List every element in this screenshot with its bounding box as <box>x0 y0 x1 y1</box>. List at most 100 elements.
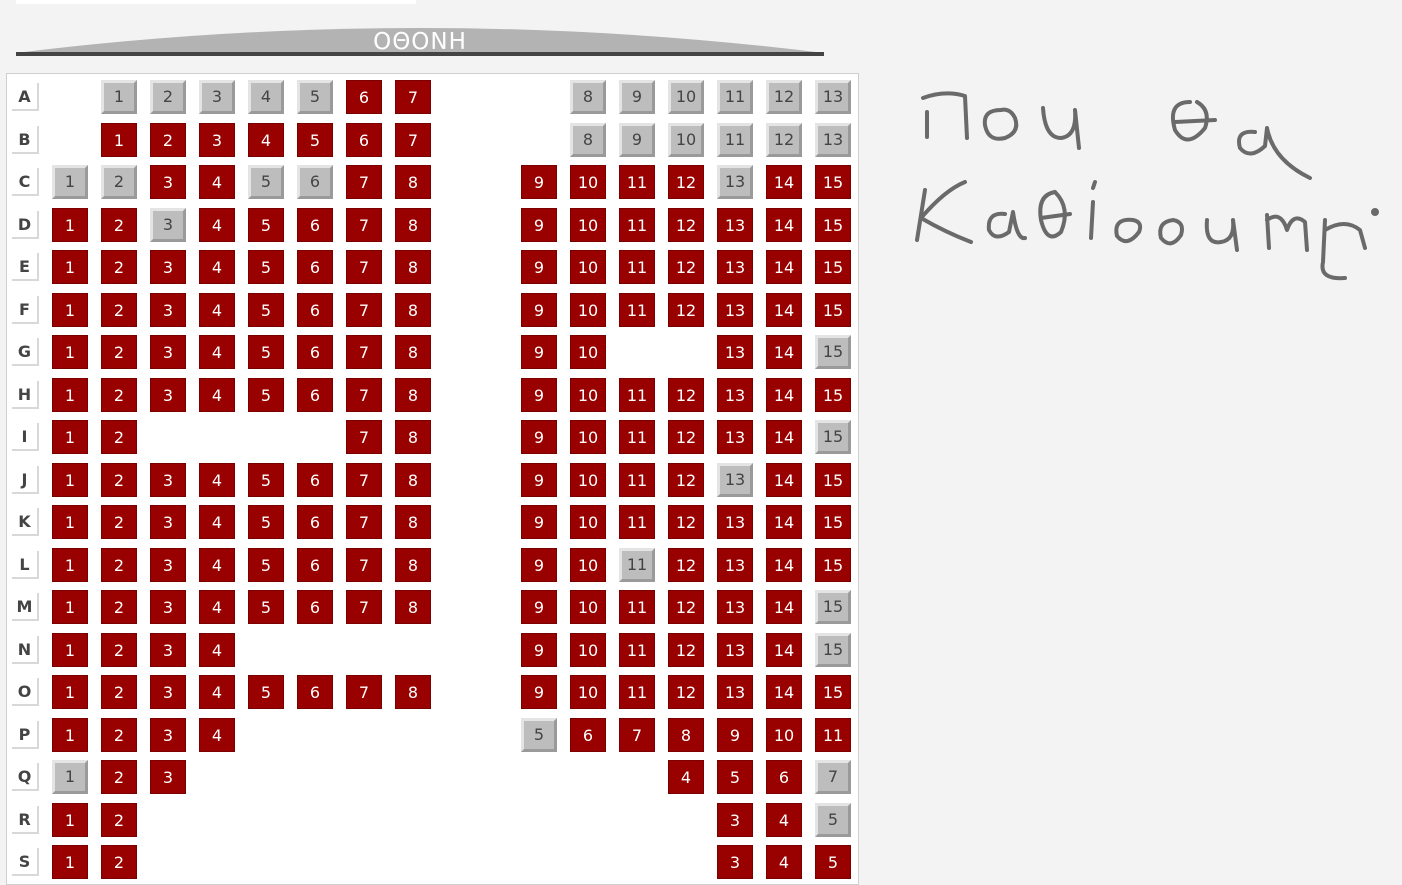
seat-s1[interactable]: 1 <box>52 845 88 879</box>
seat-j6[interactable]: 6 <box>297 462 333 497</box>
seat-o15[interactable]: 15 <box>815 675 851 709</box>
seat-j7[interactable]: 7 <box>346 462 382 497</box>
seat-h7[interactable]: 7 <box>346 377 382 412</box>
seat-a10[interactable]: 10 <box>668 80 704 114</box>
seat-o2[interactable]: 2 <box>101 675 137 709</box>
seat-e2[interactable]: 2 <box>101 250 137 284</box>
seat-e11[interactable]: 11 <box>619 250 655 284</box>
seat-a5[interactable]: 5 <box>297 80 333 114</box>
seat-s5[interactable]: 5 <box>815 845 851 879</box>
seat-q4[interactable]: 4 <box>668 760 704 794</box>
seat-m10[interactable]: 10 <box>570 590 606 624</box>
seat-o6[interactable]: 6 <box>297 675 333 709</box>
seat-d15[interactable]: 15 <box>815 207 851 242</box>
seat-p4[interactable]: 4 <box>199 717 235 752</box>
seat-i15[interactable]: 15 <box>815 420 851 454</box>
seat-i8[interactable]: 8 <box>395 420 431 454</box>
seat-d7[interactable]: 7 <box>346 207 382 242</box>
seat-n3[interactable]: 3 <box>150 632 186 667</box>
seat-a2[interactable]: 2 <box>150 80 186 114</box>
seat-h14[interactable]: 14 <box>766 377 802 412</box>
seat-l10[interactable]: 10 <box>570 547 606 582</box>
seat-n4[interactable]: 4 <box>199 632 235 667</box>
seat-a11[interactable]: 11 <box>717 80 753 114</box>
seat-a7[interactable]: 7 <box>395 80 431 114</box>
seat-s4[interactable]: 4 <box>766 845 802 879</box>
seat-h12[interactable]: 12 <box>668 377 704 412</box>
seat-g3[interactable]: 3 <box>150 335 186 369</box>
seat-h2[interactable]: 2 <box>101 377 137 412</box>
seat-b10[interactable]: 10 <box>668 122 704 157</box>
seat-d4[interactable]: 4 <box>199 207 235 242</box>
seat-p8[interactable]: 8 <box>668 717 704 752</box>
seat-f11[interactable]: 11 <box>619 292 655 327</box>
seat-f4[interactable]: 4 <box>199 292 235 327</box>
seat-b2[interactable]: 2 <box>150 122 186 157</box>
seat-h4[interactable]: 4 <box>199 377 235 412</box>
seat-e15[interactable]: 15 <box>815 250 851 284</box>
seat-d2[interactable]: 2 <box>101 207 137 242</box>
seat-f5[interactable]: 5 <box>248 292 284 327</box>
seat-r5[interactable]: 5 <box>815 802 851 837</box>
seat-c10[interactable]: 10 <box>570 165 606 199</box>
seat-c3[interactable]: 3 <box>150 165 186 199</box>
seat-b3[interactable]: 3 <box>199 122 235 157</box>
seat-a4[interactable]: 4 <box>248 80 284 114</box>
seat-m2[interactable]: 2 <box>101 590 137 624</box>
seat-h15[interactable]: 15 <box>815 377 851 412</box>
seat-g15[interactable]: 15 <box>815 335 851 369</box>
seat-m8[interactable]: 8 <box>395 590 431 624</box>
seat-i14[interactable]: 14 <box>766 420 802 454</box>
seat-d11[interactable]: 11 <box>619 207 655 242</box>
seat-c15[interactable]: 15 <box>815 165 851 199</box>
seat-p1[interactable]: 1 <box>52 717 88 752</box>
seat-j14[interactable]: 14 <box>766 462 802 497</box>
seat-h8[interactable]: 8 <box>395 377 431 412</box>
seat-k5[interactable]: 5 <box>248 505 284 539</box>
seat-j2[interactable]: 2 <box>101 462 137 497</box>
seat-l3[interactable]: 3 <box>150 547 186 582</box>
seat-f8[interactable]: 8 <box>395 292 431 327</box>
seat-h5[interactable]: 5 <box>248 377 284 412</box>
seat-p5[interactable]: 5 <box>521 717 557 752</box>
seat-p3[interactable]: 3 <box>150 717 186 752</box>
seat-o11[interactable]: 11 <box>619 675 655 709</box>
seat-n9[interactable]: 9 <box>521 632 557 667</box>
seat-o3[interactable]: 3 <box>150 675 186 709</box>
seat-f14[interactable]: 14 <box>766 292 802 327</box>
seat-k7[interactable]: 7 <box>346 505 382 539</box>
seat-e4[interactable]: 4 <box>199 250 235 284</box>
seat-i13[interactable]: 13 <box>717 420 753 454</box>
seat-c9[interactable]: 9 <box>521 165 557 199</box>
seat-l1[interactable]: 1 <box>52 547 88 582</box>
seat-k10[interactable]: 10 <box>570 505 606 539</box>
seat-f2[interactable]: 2 <box>101 292 137 327</box>
seat-l2[interactable]: 2 <box>101 547 137 582</box>
seat-b12[interactable]: 12 <box>766 122 802 157</box>
seat-p2[interactable]: 2 <box>101 717 137 752</box>
seat-r1[interactable]: 1 <box>52 802 88 837</box>
seat-n15[interactable]: 15 <box>815 632 851 667</box>
seat-o7[interactable]: 7 <box>346 675 382 709</box>
seat-d10[interactable]: 10 <box>570 207 606 242</box>
seat-l12[interactable]: 12 <box>668 547 704 582</box>
seat-o8[interactable]: 8 <box>395 675 431 709</box>
seat-m14[interactable]: 14 <box>766 590 802 624</box>
seat-o1[interactable]: 1 <box>52 675 88 709</box>
seat-r4[interactable]: 4 <box>766 802 802 837</box>
seat-m5[interactable]: 5 <box>248 590 284 624</box>
seat-k12[interactable]: 12 <box>668 505 704 539</box>
seat-e14[interactable]: 14 <box>766 250 802 284</box>
seat-i2[interactable]: 2 <box>101 420 137 454</box>
seat-c8[interactable]: 8 <box>395 165 431 199</box>
seat-h3[interactable]: 3 <box>150 377 186 412</box>
seat-o13[interactable]: 13 <box>717 675 753 709</box>
seat-c14[interactable]: 14 <box>766 165 802 199</box>
seat-d6[interactable]: 6 <box>297 207 333 242</box>
seat-h9[interactable]: 9 <box>521 377 557 412</box>
seat-d12[interactable]: 12 <box>668 207 704 242</box>
seat-n1[interactable]: 1 <box>52 632 88 667</box>
seat-a1[interactable]: 1 <box>101 80 137 114</box>
seat-f9[interactable]: 9 <box>521 292 557 327</box>
seat-j5[interactable]: 5 <box>248 462 284 497</box>
